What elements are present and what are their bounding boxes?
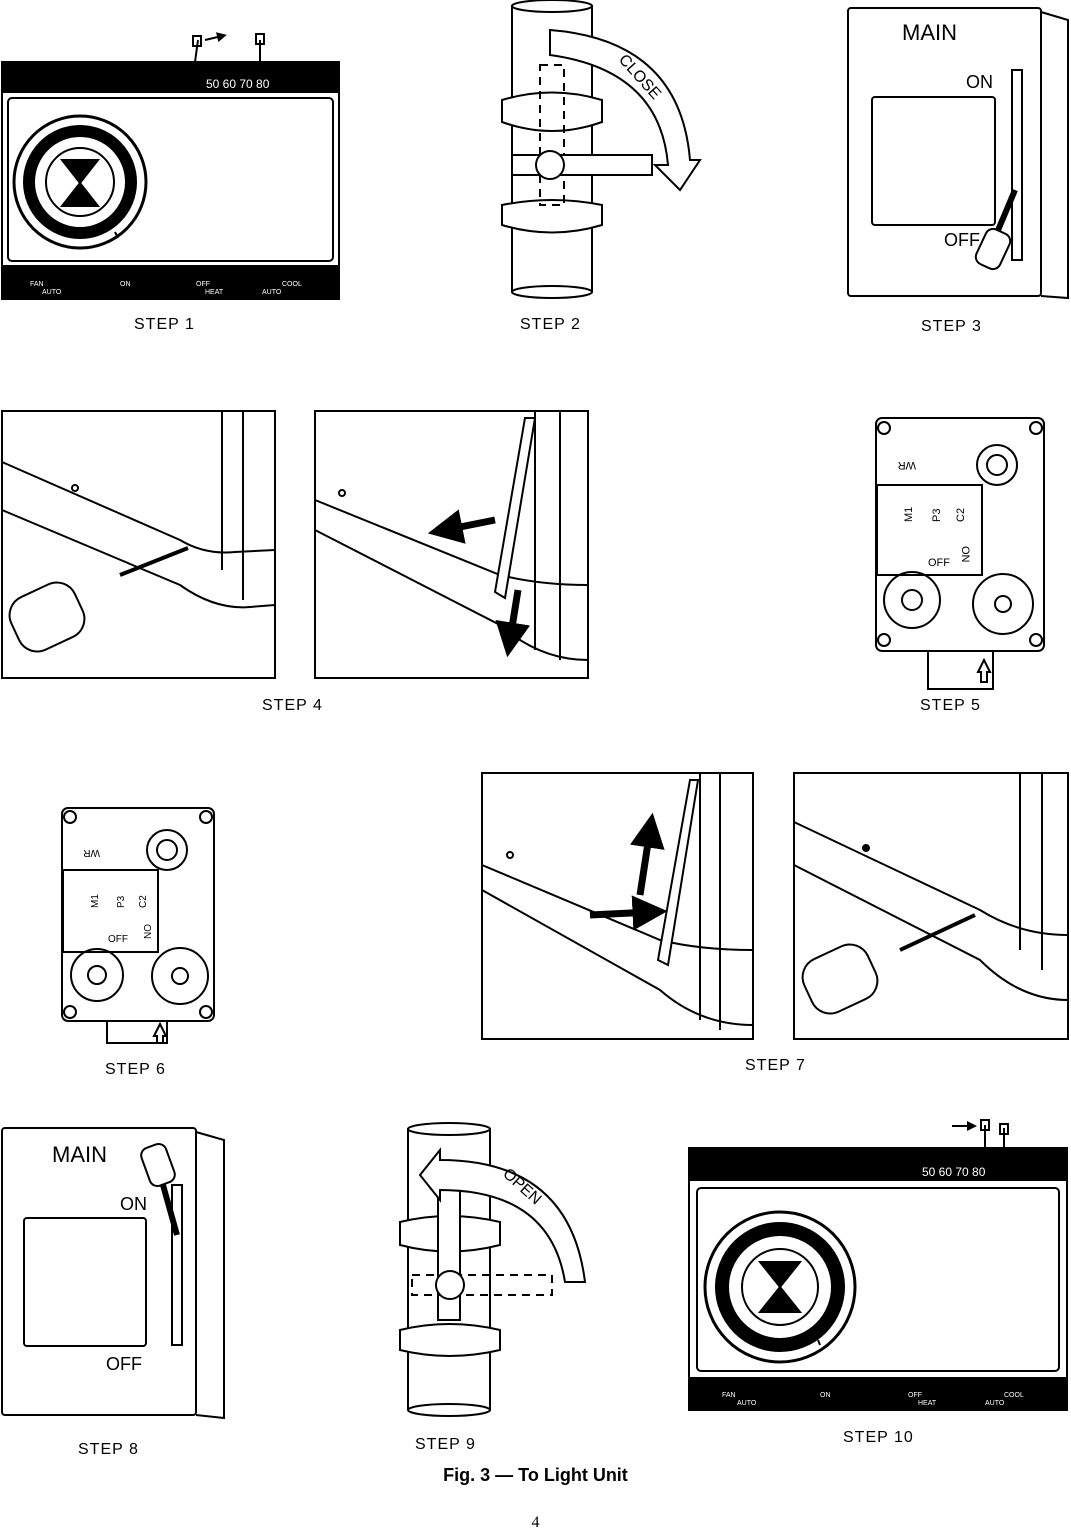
- step10-thermostat-text: 50 60 70 80 FAN AUTO ON OFF HEAT COOL AU…: [722, 1165, 1024, 1407]
- thermo10-fan-label: FAN: [722, 1392, 736, 1399]
- gv6-p3: P3: [116, 895, 127, 908]
- step10-thermostat: [688, 1119, 1068, 1411]
- thermo-heat-label: HEAT: [205, 289, 224, 296]
- gv5-on: ON: [959, 546, 971, 563]
- thermo10-auto2-label: AUTO: [985, 1400, 1005, 1407]
- thermo-scale: 50 60 70 80: [206, 77, 270, 91]
- gv6-c2: C2: [138, 895, 149, 908]
- step-10-label: STEP 10: [843, 1429, 914, 1446]
- switch-off-label: OFF: [944, 230, 980, 250]
- thermo-fan-label: FAN: [30, 281, 44, 288]
- step4-panels: [1, 410, 589, 679]
- step1-thermostat: [1, 32, 340, 300]
- gv5-p3: P3: [931, 509, 943, 522]
- figure-caption: Fig. 3 — To Light Unit: [443, 1465, 628, 1485]
- gv5-off: OFF: [928, 557, 950, 569]
- step5-gas-valve-text: WR M1 P3 C2 ON OFF: [898, 459, 971, 569]
- thermo10-cool-label: COOL: [1004, 1392, 1024, 1399]
- switch8-off-label: OFF: [106, 1354, 142, 1374]
- step1-thermostat-text: 50 60 70 80 FAN AUTO ON OFF HEAT COOL AU…: [30, 77, 302, 296]
- thermo-auto-label: AUTO: [42, 289, 62, 296]
- thermo10-auto-label: AUTO: [737, 1400, 757, 1407]
- gv6-m1: M1: [90, 894, 101, 908]
- switch-on-label: ON: [966, 72, 993, 92]
- gv6-off: OFF: [108, 934, 128, 945]
- step3-switch: [847, 7, 1069, 300]
- thermo10-off-label: OFF: [908, 1392, 922, 1399]
- gv6-wr: WR: [83, 847, 100, 858]
- step-9-label: STEP 9: [415, 1436, 476, 1453]
- step2-valve: [501, 0, 702, 299]
- gv5-wr: WR: [898, 459, 916, 471]
- switch8-main-label: MAIN: [52, 1142, 107, 1167]
- thermo10-scale: 50 60 70 80: [922, 1165, 986, 1179]
- switch8-on-label: ON: [120, 1194, 147, 1214]
- gv5-m1: M1: [903, 507, 915, 522]
- step-1-label: STEP 1: [134, 316, 195, 333]
- thermo10-on-label: ON: [820, 1392, 831, 1399]
- step8-switch-text: MAIN ON OFF: [52, 1142, 147, 1374]
- thermo-auto2-label: AUTO: [262, 289, 282, 296]
- step-6-label: STEP 6: [105, 1061, 166, 1078]
- thermo-off-label: OFF: [196, 281, 210, 288]
- thermo-cool-label: COOL: [282, 281, 302, 288]
- step-3-label: STEP 3: [921, 318, 982, 335]
- step9-valve: [399, 1122, 587, 1417]
- step6-gas-valve: [61, 807, 215, 1044]
- step-2-label: STEP 2: [520, 316, 581, 333]
- step-4-label: STEP 4: [262, 697, 323, 714]
- thermo-on-label: ON: [120, 281, 131, 288]
- step5-gas-valve: [875, 417, 1045, 690]
- gv5-c2: C2: [955, 508, 967, 522]
- page-number: 4: [531, 1514, 540, 1531]
- step7-panels: [481, 772, 1069, 1040]
- step-8-label: STEP 8: [78, 1441, 139, 1458]
- step-5-label: STEP 5: [920, 697, 981, 714]
- gv6-on: ON: [141, 924, 152, 939]
- step3-switch-text: MAIN ON OFF: [902, 20, 993, 250]
- step8-switch: [1, 1127, 225, 1420]
- thermo10-heat-label: HEAT: [918, 1400, 937, 1407]
- switch-main-label: MAIN: [902, 20, 957, 45]
- step-7-label: STEP 7: [745, 1057, 806, 1074]
- step6-gas-valve-text: WR M1 P3 C2 ON OFF: [83, 847, 152, 945]
